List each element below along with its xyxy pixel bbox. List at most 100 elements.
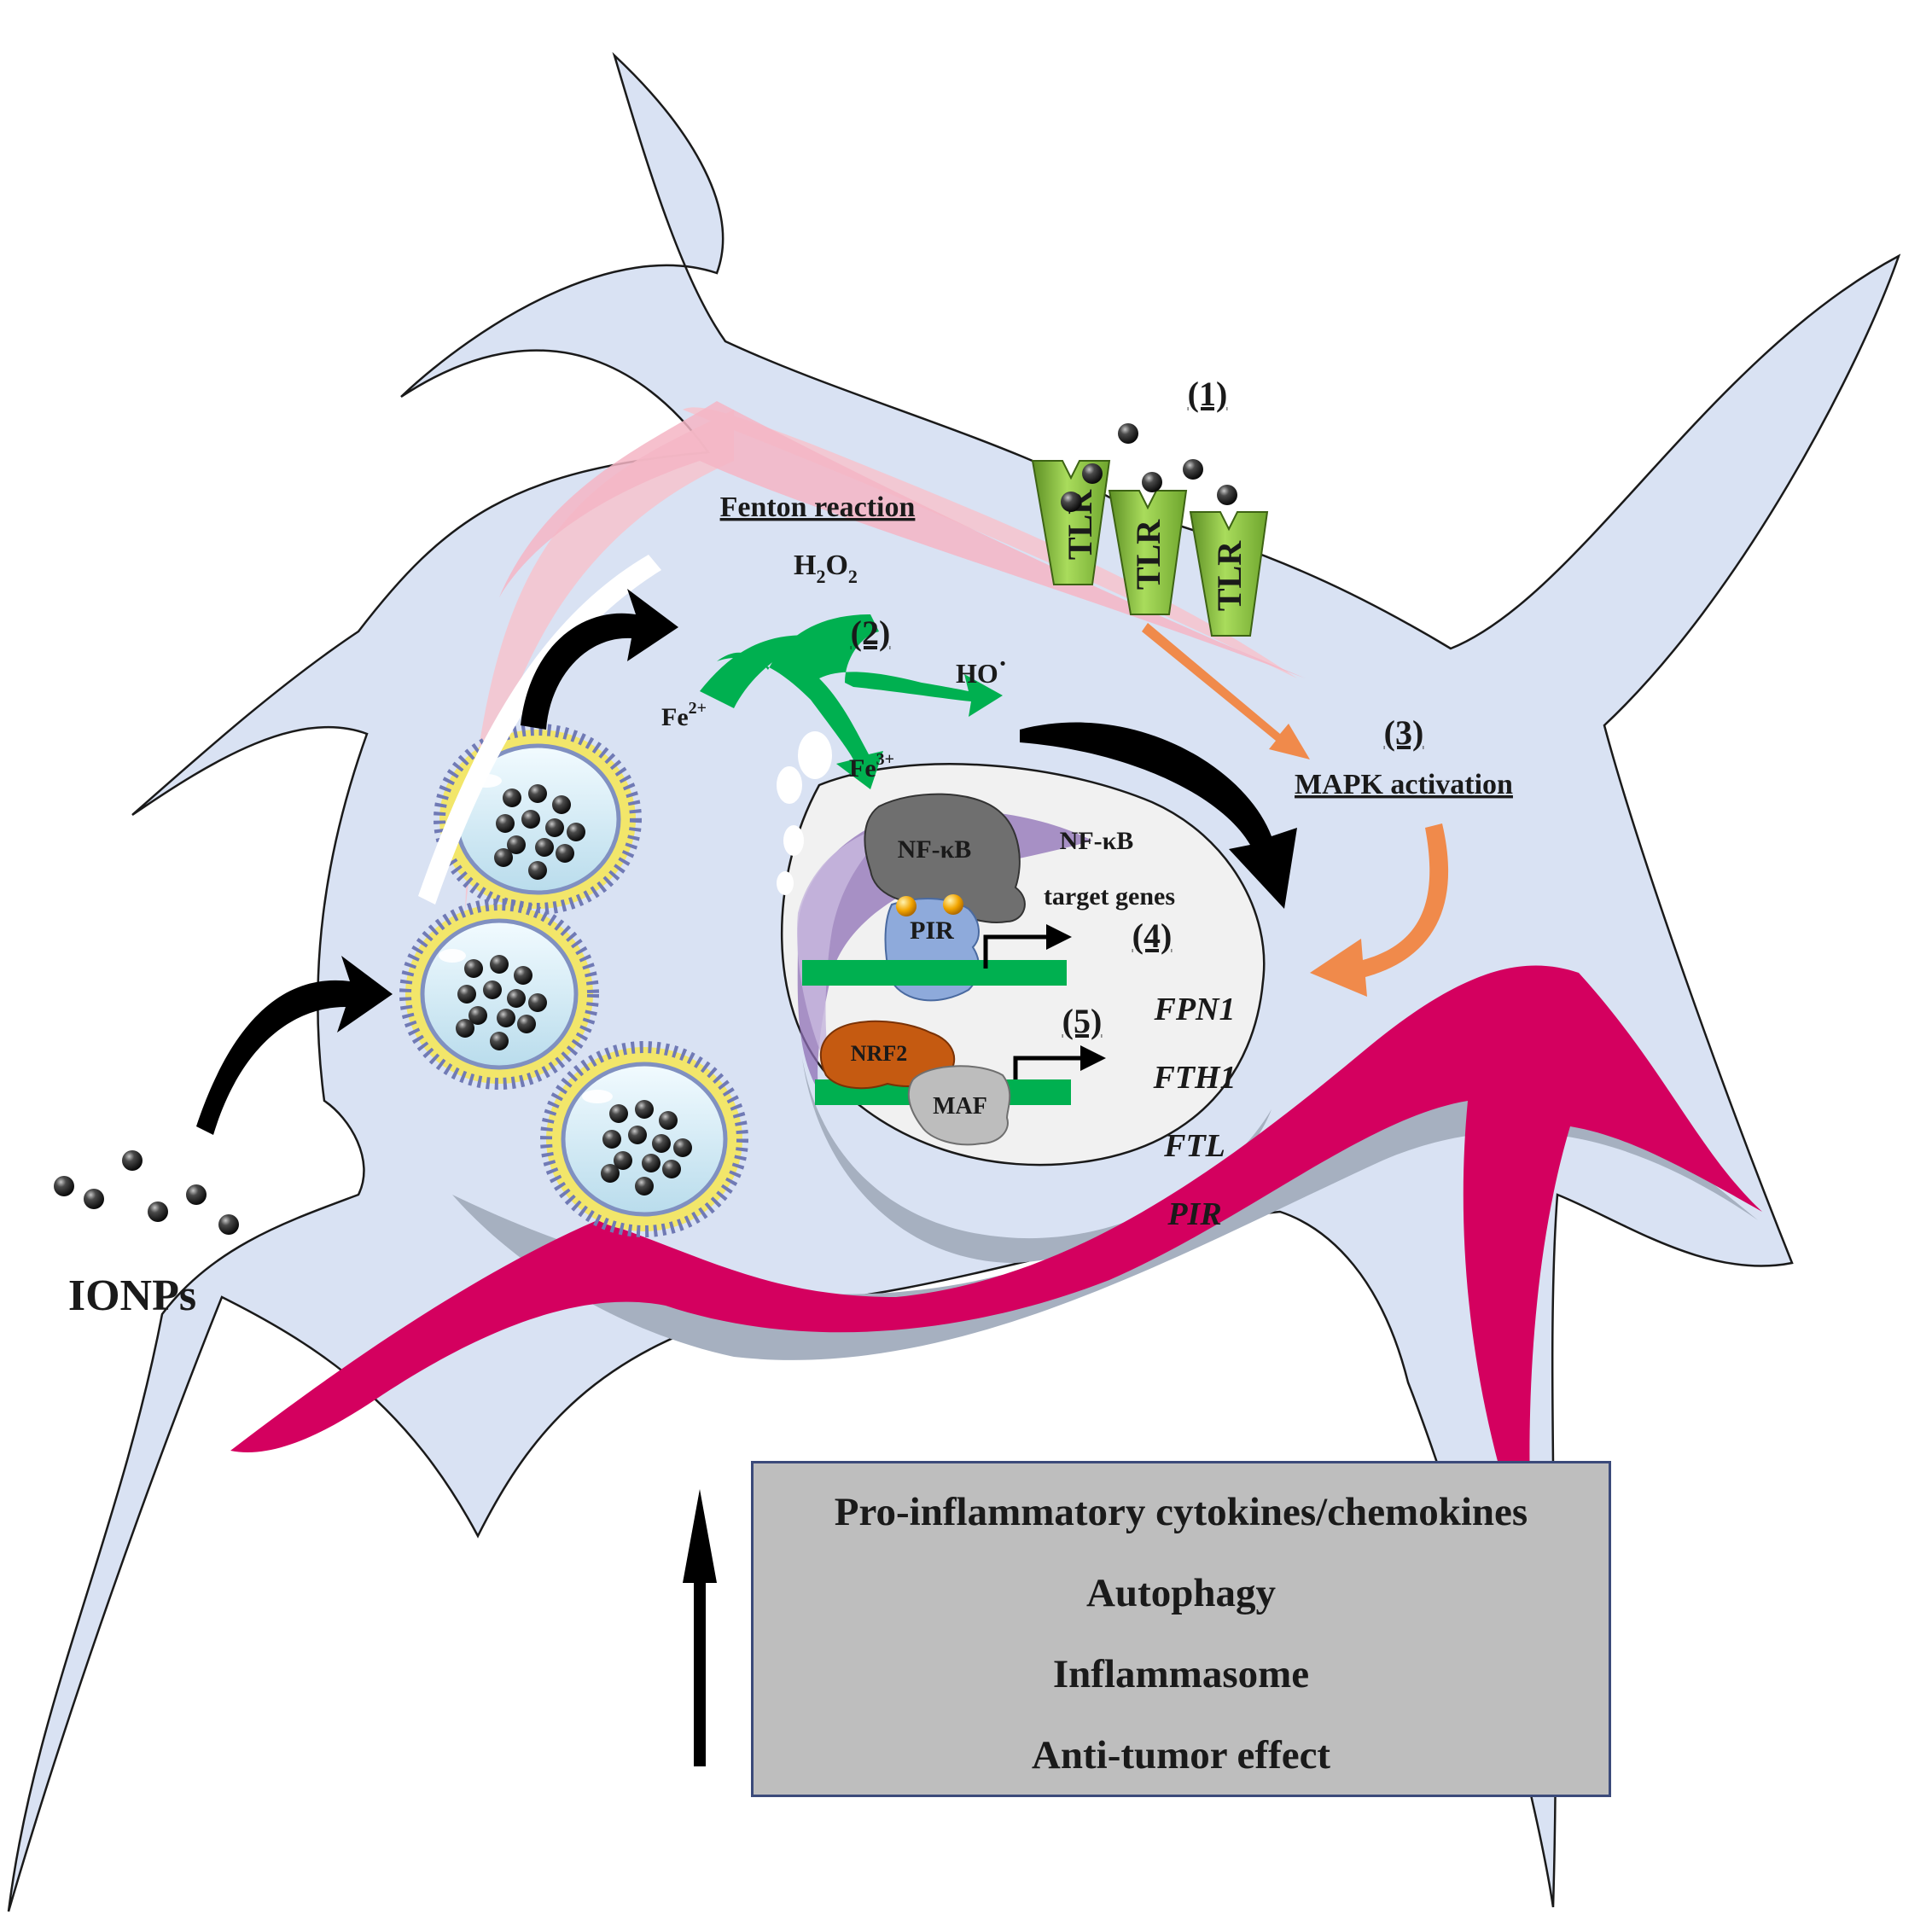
tlr-label-2: TLR bbox=[1129, 519, 1167, 590]
nfkb-protein-label: NF-κB bbox=[898, 835, 972, 864]
ionp-particle bbox=[84, 1189, 104, 1209]
vesicle-ionp-particle bbox=[521, 810, 540, 829]
vesicle-ionp-particle bbox=[635, 1100, 654, 1119]
vesicle-ionp-particle bbox=[514, 966, 532, 985]
tlr-receptor-2: TLR bbox=[1108, 490, 1188, 615]
gray-shadow-band bbox=[452, 1058, 1758, 1360]
step-5-label: (5) bbox=[1062, 1002, 1103, 1040]
mapk-activation-label: MAPK activation bbox=[1295, 769, 1513, 800]
vesicle-ionp-particle bbox=[673, 1138, 692, 1157]
nucleus-entry-arrow bbox=[1020, 722, 1297, 909]
magenta-band bbox=[230, 965, 1762, 1579]
outcome-anti-tumor: Anti-tumor effect bbox=[1031, 1733, 1331, 1777]
fe2-charge: 2+ bbox=[689, 699, 707, 718]
h2o2-o: O bbox=[825, 550, 847, 581]
h2o2-sub-2: 2 bbox=[848, 566, 858, 587]
phospho-site-2 bbox=[943, 894, 963, 915]
vesicle-ionp-particle bbox=[659, 1111, 678, 1130]
vesicle-ionp-particle bbox=[635, 1177, 654, 1196]
fe3-charge: 3+ bbox=[876, 750, 894, 769]
gene-pir: PIR bbox=[1167, 1196, 1221, 1232]
ionp-particle bbox=[122, 1150, 143, 1171]
vesicle-ionp-particle bbox=[528, 993, 547, 1012]
fe3-label: Fe3+ bbox=[849, 750, 894, 783]
gene-ftl: FTL bbox=[1163, 1128, 1225, 1164]
maf-label: MAF bbox=[933, 1093, 987, 1120]
gene-fth1: FTH1 bbox=[1152, 1060, 1236, 1096]
vesicle-ionp-particle bbox=[456, 1019, 474, 1038]
nfkb-purple-band bbox=[797, 810, 1092, 1092]
outcome-inflammasome: Inflammasome bbox=[1052, 1652, 1310, 1696]
free-nanoparticles bbox=[54, 423, 1237, 1235]
vesicle-ionp-particle bbox=[497, 1009, 515, 1027]
hydroxyl-dot: · bbox=[998, 648, 1008, 678]
vesicle-ionp-particle bbox=[652, 1134, 671, 1153]
vesicle-ionp-particle bbox=[494, 848, 513, 867]
vesicle-ionp-particle bbox=[602, 1130, 621, 1149]
tlr-receptor-1: TLR bbox=[1031, 460, 1111, 585]
outcome-cytokines: Pro-inflammatory cytokines/chemokines bbox=[834, 1490, 1528, 1534]
vesicle-ionp-particle bbox=[545, 818, 564, 837]
vesicle-ionp-particle bbox=[609, 1104, 628, 1123]
vesicle-nanoparticle-clusters bbox=[456, 784, 692, 1196]
nrf2-label: NRF2 bbox=[851, 1041, 907, 1066]
vesicle-ionp-particle bbox=[490, 1032, 509, 1050]
step-4-label: (4) bbox=[1132, 916, 1173, 955]
nfkb-light-band bbox=[797, 823, 896, 1079]
vesicle-ionp-particle bbox=[517, 1015, 536, 1033]
vesicle-ionp-particle bbox=[535, 838, 554, 857]
vesicle-ionp-particle bbox=[496, 814, 515, 833]
h2o2-h: H bbox=[794, 550, 816, 581]
transcription-arrow-nfkb bbox=[983, 924, 1072, 969]
outcome-autophagy: Autophagy bbox=[1085, 1571, 1276, 1615]
hydroxyl-ho: HO bbox=[956, 658, 998, 689]
step-3-label: (3) bbox=[1384, 713, 1424, 752]
vesicle-ionp-particle bbox=[507, 835, 526, 854]
uptake-arrow bbox=[196, 956, 393, 1135]
tlr-to-mapk-arrow bbox=[1142, 623, 1310, 759]
vesicle-ionp-particle bbox=[457, 985, 476, 1004]
ionp-particle bbox=[1118, 423, 1138, 444]
pir-protein-label: PIR bbox=[910, 916, 954, 945]
release-arrow bbox=[521, 589, 678, 730]
tlr-receptor-3: TLR bbox=[1189, 511, 1269, 637]
ionp-particle bbox=[1183, 459, 1203, 480]
vesicle-ionp-particle bbox=[552, 795, 571, 814]
vesicle-ionp-particle bbox=[507, 989, 526, 1008]
step-2-label: (2) bbox=[851, 614, 891, 652]
vesicle-ionp-particle bbox=[503, 788, 521, 807]
vesicle-ionp-particle bbox=[468, 1006, 487, 1025]
fenton-reaction-label: Fenton reaction bbox=[720, 492, 916, 523]
ionp-particle bbox=[186, 1184, 207, 1205]
nfkb-protein-shape bbox=[864, 793, 1026, 923]
ionp-particle bbox=[218, 1214, 239, 1235]
fe2-label: Fe2+ bbox=[661, 699, 707, 731]
vesicle-ionp-particle bbox=[556, 844, 574, 863]
vesicle-ionp-particle bbox=[628, 1126, 647, 1144]
fenton-green-arrow bbox=[717, 614, 1003, 789]
phospho-site-1 bbox=[896, 896, 917, 916]
ionps-label: IONPs bbox=[68, 1271, 196, 1320]
vesicle-ionp-particle bbox=[483, 980, 502, 999]
vesicle-ionp-particle bbox=[642, 1154, 660, 1172]
maf-protein-shape bbox=[907, 1065, 1011, 1146]
vesicle-ionp-particle bbox=[662, 1160, 681, 1178]
fe3-symbol: Fe bbox=[849, 754, 876, 783]
outcome-box: Pro-inflammatory cytokines/chemokines Au… bbox=[751, 1461, 1611, 1797]
vesicle-ionp-particle bbox=[601, 1164, 620, 1183]
ionp-particle bbox=[1082, 463, 1103, 484]
vesicle-ionp-particle bbox=[614, 1151, 632, 1170]
vesicle-ionp-particle bbox=[490, 955, 509, 974]
step-1-label: (1) bbox=[1188, 375, 1228, 413]
fe2-symbol: Fe bbox=[661, 703, 689, 731]
ionp-particle bbox=[1061, 492, 1081, 512]
hydroxyl-radical-label: HO· bbox=[956, 648, 1007, 689]
ionp-particle bbox=[1142, 472, 1162, 492]
tlr-label-3: TLR bbox=[1210, 540, 1248, 611]
ionp-particle bbox=[148, 1201, 168, 1222]
h2o2-sub-1: 2 bbox=[816, 566, 825, 587]
nfkb-genes-label-line2: target genes bbox=[1044, 882, 1175, 911]
fenton-green-arrow-left bbox=[700, 635, 819, 708]
ionp-particle bbox=[1217, 485, 1237, 505]
h2o2-label: H2O2 bbox=[794, 550, 858, 587]
